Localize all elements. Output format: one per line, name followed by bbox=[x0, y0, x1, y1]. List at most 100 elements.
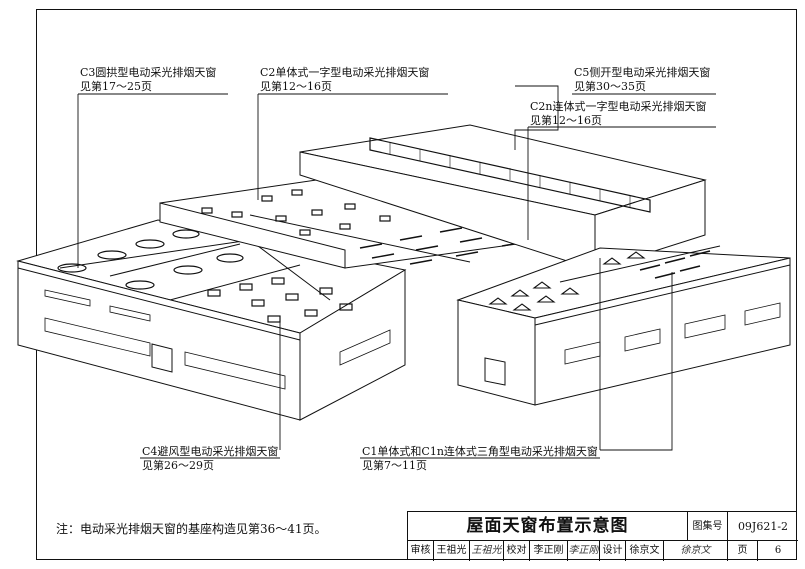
window-band bbox=[44, 317, 151, 357]
skylight bbox=[639, 264, 661, 271]
skylight bbox=[285, 293, 299, 301]
c2-skylights bbox=[201, 189, 391, 236]
callout-c4-title: C4避风型电动采光排烟天窗 bbox=[142, 445, 279, 458]
skylight bbox=[201, 207, 213, 214]
right-side-wall bbox=[534, 257, 791, 406]
skylight bbox=[344, 203, 356, 210]
c3-skylights bbox=[57, 229, 244, 290]
c2n-skylights bbox=[359, 227, 525, 265]
window-band bbox=[184, 351, 286, 390]
c5-clerestory bbox=[369, 137, 651, 213]
page-number: 6 bbox=[774, 545, 782, 556]
high-building bbox=[299, 124, 707, 271]
skylight bbox=[664, 257, 686, 264]
skylight bbox=[304, 309, 318, 317]
skylight bbox=[510, 289, 530, 297]
skylight bbox=[275, 215, 287, 222]
callout-c1-title: C1单体式和C1n连体式三角型电动采光排烟天窗 bbox=[362, 445, 598, 458]
right-roof-divider bbox=[559, 245, 721, 283]
callout-c2n-title: C2n连体式一字型电动采光排烟天窗 bbox=[530, 100, 707, 113]
c4-skylights bbox=[207, 277, 353, 323]
skylight bbox=[455, 251, 479, 257]
skylight bbox=[536, 295, 556, 303]
skylight bbox=[339, 303, 353, 311]
callout-c2-pages: 见第12～16页 bbox=[260, 80, 332, 93]
callout-c2: C2单体式一字型电动采光排烟天窗 见第12～16页 bbox=[260, 66, 429, 94]
design-label: 设计 bbox=[600, 541, 626, 561]
middle-side-wall bbox=[159, 202, 346, 269]
left-building bbox=[16, 219, 407, 421]
skylight bbox=[299, 229, 311, 236]
callout-c5-pages: 见第30～35页 bbox=[574, 80, 646, 93]
callout-c3-pages: 见第17～25页 bbox=[80, 80, 152, 93]
title-block: 屋面天窗布置示意图 图集号 09J621-2 审核 王祖光 王祖光 校对 李正刚… bbox=[407, 511, 798, 561]
skylight bbox=[271, 277, 285, 285]
left-parapet bbox=[17, 267, 301, 341]
callout-c1: C1单体式和C1n连体式三角型电动采光排烟天窗 见第7～11页 bbox=[362, 445, 598, 473]
skylight bbox=[371, 253, 395, 259]
skylight bbox=[291, 189, 303, 196]
callout-c3: C3圆拱型电动采光排烟天窗 见第17～25页 bbox=[80, 66, 216, 94]
footnote: 注：电动采光排烟天窗的基座构造见第36～41页。 bbox=[56, 522, 327, 536]
leader-c1-b bbox=[600, 272, 673, 451]
callout-c5-title: C5侧开型电动采光排烟天窗 bbox=[574, 66, 711, 79]
callout-c4: C4避风型电动采光排烟天窗 见第26～29页 bbox=[142, 445, 278, 473]
skylight bbox=[251, 299, 265, 307]
callout-c4-pages: 见第26～29页 bbox=[142, 459, 214, 472]
skylight bbox=[409, 259, 433, 265]
skylight bbox=[207, 289, 221, 297]
leader-c5 bbox=[514, 85, 559, 150]
skylight bbox=[125, 280, 155, 290]
drawing-title: 屋面天窗布置示意图 bbox=[408, 512, 688, 541]
callout-c1-pages: 见第7～11页 bbox=[362, 459, 427, 472]
c1-skylights bbox=[488, 250, 711, 311]
window-band bbox=[744, 302, 781, 326]
page-label: 页 bbox=[728, 541, 758, 561]
skylight bbox=[689, 250, 711, 257]
designer-name: 徐京文 bbox=[626, 541, 664, 561]
signature-row: 审核 王祖光 王祖光 校对 李正刚 李正刚 设计 徐京文 徐京文 页 6 bbox=[408, 541, 798, 561]
atlas-number: 09J621-2 bbox=[728, 512, 798, 541]
clerestory bbox=[109, 305, 151, 322]
left-roof-divider bbox=[109, 243, 241, 277]
skylight bbox=[415, 245, 439, 251]
door bbox=[484, 357, 506, 386]
atlas-label: 图集号 bbox=[688, 512, 728, 541]
callout-c2-title: C2单体式一字型电动采光排烟天窗 bbox=[260, 66, 430, 79]
callout-c3-title: C3圆拱型电动采光排烟天窗 bbox=[80, 66, 217, 79]
left-roof-divider-2 bbox=[169, 264, 301, 301]
skylight bbox=[439, 227, 463, 233]
skylight bbox=[172, 229, 200, 239]
skylight bbox=[97, 250, 127, 260]
skylight bbox=[231, 211, 243, 218]
skylight bbox=[379, 215, 391, 222]
skylight bbox=[173, 265, 203, 275]
skylight bbox=[488, 297, 508, 305]
skylight bbox=[339, 223, 351, 230]
callout-c5: C5侧开型电动采光排烟天窗 见第30～35页 bbox=[574, 66, 710, 94]
callout-c2n-pages: 见第12～16页 bbox=[530, 114, 602, 127]
skylight bbox=[261, 195, 273, 202]
skylight bbox=[216, 253, 244, 263]
skylight bbox=[239, 283, 253, 291]
skylight bbox=[319, 287, 333, 295]
leader-lines bbox=[77, 85, 716, 459]
window-band bbox=[624, 328, 661, 352]
checker-name: 李正刚 bbox=[530, 541, 568, 561]
reviewer-signature: 王祖光 bbox=[470, 541, 504, 561]
clerestory bbox=[44, 289, 91, 307]
reviewer-name: 王祖光 bbox=[434, 541, 470, 561]
designer-signature: 徐京文 bbox=[664, 541, 728, 561]
skylight bbox=[459, 237, 483, 243]
right-parapet bbox=[534, 264, 791, 326]
callout-c2n: C2n连体式一字型电动采光排烟天窗 见第12～16页 bbox=[530, 100, 707, 128]
skylight bbox=[512, 303, 532, 311]
checker-signature: 李正刚 bbox=[568, 541, 600, 561]
skylight bbox=[311, 209, 323, 216]
left-side-wall bbox=[299, 269, 406, 421]
skylight bbox=[399, 235, 423, 241]
window-band bbox=[684, 314, 726, 339]
window-band bbox=[339, 329, 391, 366]
middle-building bbox=[159, 177, 561, 269]
